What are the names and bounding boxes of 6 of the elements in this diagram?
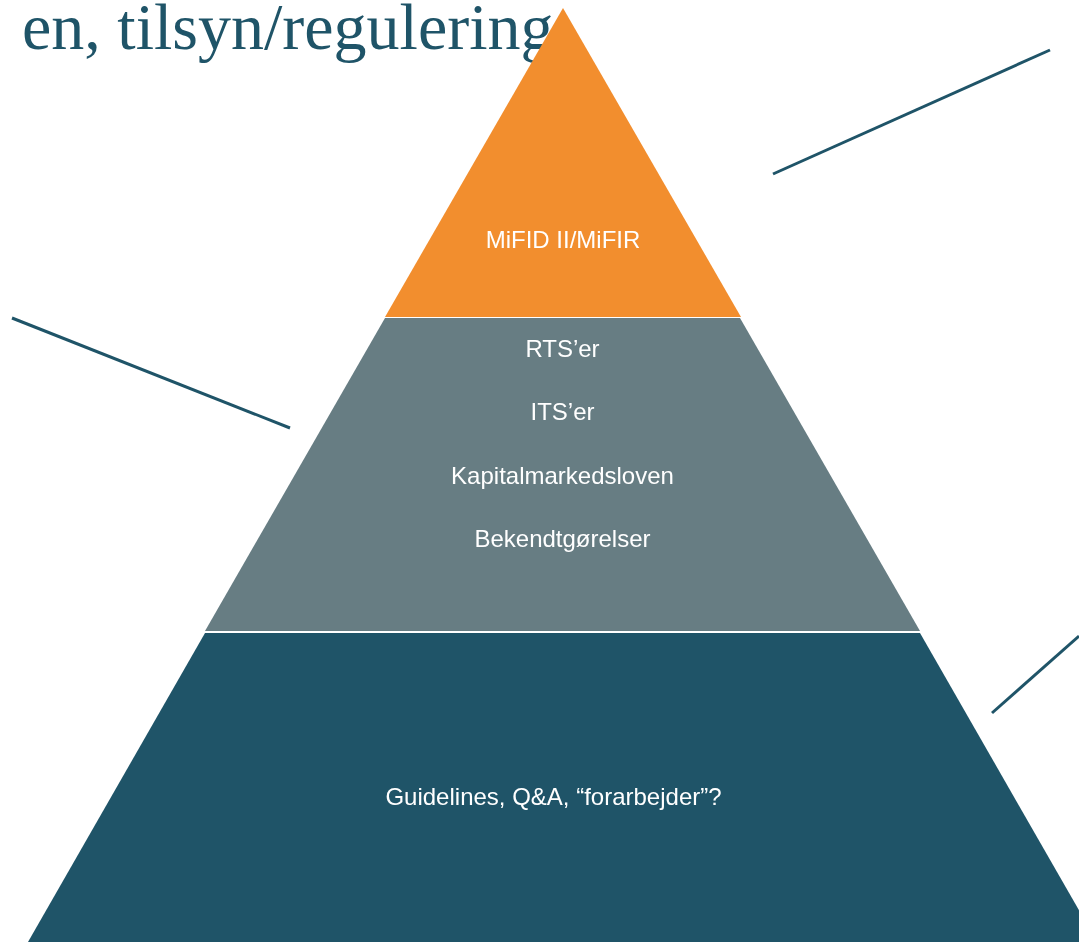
tier-label: MiFID II/MiFIR [485,226,641,253]
tier-label: RTS’er [525,335,600,362]
tier-label: ITS’er [530,398,595,425]
tier-label: Guidelines, Q&A, “forarbejder”? [385,783,722,810]
tier-label: Bekendtgørelser [474,525,651,552]
tier-label: Kapitalmarkedsloven [451,462,674,489]
